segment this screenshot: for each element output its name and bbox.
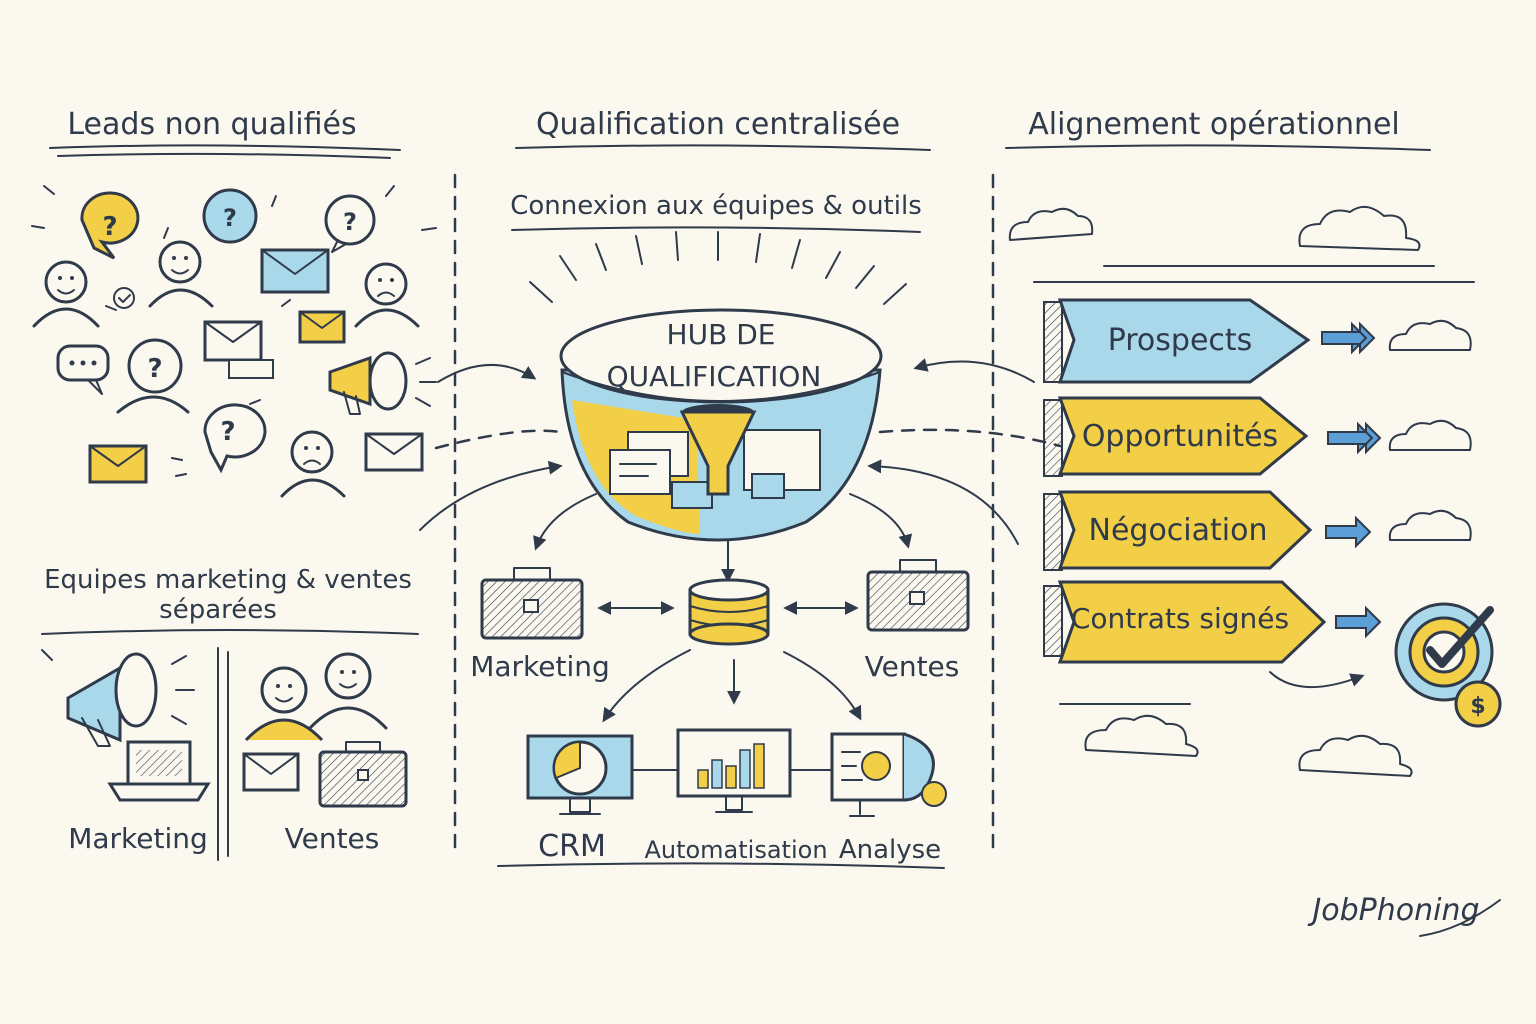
tool-label-automatisation: Automatisation [644, 836, 827, 864]
arrow-in-lower-left [419, 460, 563, 531]
cloud-icon [1388, 419, 1472, 451]
crm-monitor-icon [526, 734, 634, 815]
arrow-to-ventes [849, 493, 913, 549]
question-bubble-icon: ? [127, 338, 183, 394]
question-bubble-icon: ? [203, 403, 267, 474]
stage-label-contrats-signes: Contrats signés [1071, 602, 1289, 635]
cloud-icon [1388, 319, 1472, 351]
svg-text:?: ? [220, 417, 235, 447]
briefcase-icon [866, 559, 970, 632]
ellipsis-bubble-icon [56, 344, 110, 395]
left-team-ventes-label: Ventes [285, 822, 380, 855]
sky-lines [1033, 265, 1475, 705]
person-icon [32, 260, 100, 328]
center-team-marketing-label: Marketing [470, 650, 610, 683]
stage-label-opportunites: Opportunités [1082, 419, 1278, 454]
hub-label-line1: HUB DE [667, 318, 776, 351]
stage-contrats-signes: Contrats signés [1043, 580, 1327, 664]
double-arrow-icon [1335, 605, 1382, 639]
tools-underline [497, 862, 945, 869]
center-team-ventes-label: Ventes [865, 650, 960, 683]
arrow-to-target [1269, 671, 1365, 689]
person-icon [308, 652, 388, 730]
svg-text:?: ? [343, 208, 357, 236]
stage-opportunites: Opportunités [1043, 396, 1309, 477]
stage-prospects: Prospects [1043, 298, 1311, 384]
person-sad-icon [280, 430, 346, 498]
double-arrow-icon [1325, 515, 1372, 549]
arrow-in-right [913, 358, 1035, 383]
envelope-icon [364, 432, 424, 472]
center-title-underline [515, 144, 931, 151]
funnel-icon [679, 404, 757, 496]
double-arrow-icon [1321, 321, 1376, 355]
briefcase-icon [480, 567, 584, 640]
cloud-icon [1008, 207, 1094, 241]
svg-text:?: ? [102, 212, 117, 242]
automatisation-monitor-icon [676, 728, 792, 813]
tool-label-analyse: Analyse [839, 835, 941, 865]
double-arrow-icon [1327, 421, 1382, 455]
person-icon [244, 666, 324, 742]
qualification-hub: HUB DE QUALIFICATION [559, 308, 883, 542]
check-circle-icon [113, 287, 135, 309]
left-subtitle-underline [41, 629, 419, 635]
person-sad-icon [354, 262, 420, 328]
right-title-underline [1005, 144, 1431, 151]
left-team-marketing-label: Marketing [68, 822, 208, 855]
envelope-icon [298, 310, 346, 344]
tool-label-crm: CRM [538, 829, 606, 864]
briefcase-icon [318, 741, 408, 808]
envelope-icon [203, 320, 274, 379]
cloud-icon [1298, 205, 1421, 251]
brand-logo-swash [1419, 899, 1501, 937]
brand-logo: JobPhoning [1307, 893, 1479, 928]
dashed-link-right [878, 428, 1062, 448]
megaphone-icon [328, 351, 437, 415]
arrow-to-analyse [783, 651, 862, 721]
left-subtitle-line1: Equipes marketing & ventes [44, 565, 412, 595]
stage-label-prospects: Prospects [1108, 323, 1253, 358]
megaphone-icon [41, 649, 195, 747]
center-subtitle: Connexion aux équipes & outils [510, 191, 922, 221]
svg-text:?: ? [147, 354, 162, 384]
person-icon [116, 395, 190, 414]
svg-text:?: ? [223, 204, 237, 232]
arrow-to-crm [602, 649, 691, 723]
dashed-link-left [434, 429, 562, 450]
coin-icon: $ [1454, 680, 1502, 728]
right-title: Alignement opérationnel [1028, 107, 1400, 142]
question-bubble-icon: ? [202, 188, 258, 244]
laptop-icon [107, 740, 211, 802]
analyse-monitor-icon [830, 732, 947, 817]
svg-text:$: $ [1470, 694, 1485, 719]
stage-negociation: Négociation [1043, 490, 1313, 571]
envelope-icon [260, 248, 330, 294]
question-bubble-icon: ? [80, 191, 140, 260]
center-title: Qualification centralisée [536, 107, 900, 142]
stage-label-negociation: Négociation [1089, 513, 1268, 548]
target-check-icon [1394, 602, 1494, 702]
right-column: Alignement opérationnel Prospects Opport… [1005, 107, 1502, 777]
arrow-to-marketing [533, 493, 597, 551]
question-bubble-icon: ? [324, 194, 376, 253]
arrow-in-lower-right [867, 459, 1019, 545]
center-column: Qualification centralisée Connexion aux … [419, 107, 1062, 869]
left-title: Leads non qualifiés [67, 107, 356, 142]
arrow-in-left [437, 363, 537, 383]
envelope-icon [242, 752, 300, 792]
hub-rays [529, 231, 907, 305]
left-subtitle-line2: séparées [159, 595, 277, 625]
person-icon [148, 240, 214, 308]
left-column: Leads non qualifiés ? ? ? ? ? [31, 107, 437, 861]
cloud-icon [1084, 714, 1199, 757]
left-title-underline [49, 144, 401, 159]
hub-label-line2: QUALIFICATION [607, 360, 822, 393]
envelope-icon [88, 444, 148, 484]
cloud-icon [1388, 509, 1472, 541]
center-subtitle-underline [511, 226, 921, 233]
database-icon [688, 578, 770, 646]
cloud-icon [1298, 734, 1413, 777]
